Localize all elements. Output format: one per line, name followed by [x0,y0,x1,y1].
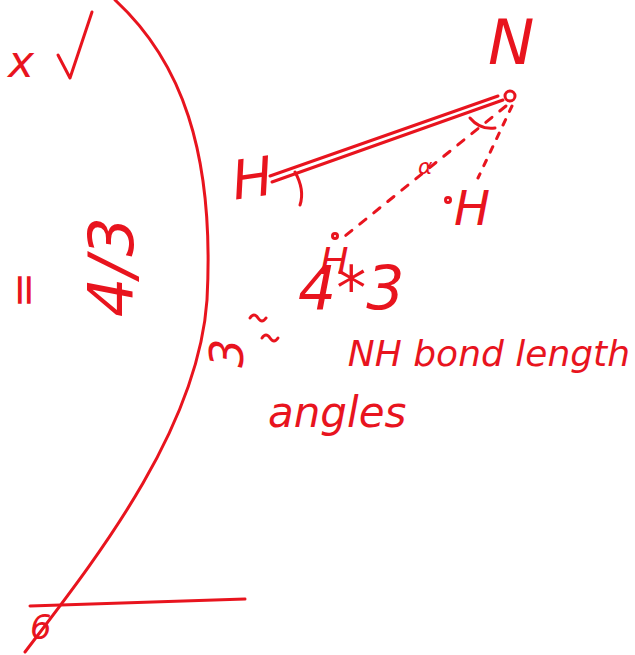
bond-line [478,106,512,178]
atom-dot [505,91,515,101]
note-text: angles [268,392,406,434]
product-note: 4*3 [298,258,404,318]
angle-arc [470,118,495,128]
divider-curve [25,0,208,652]
squiggle [250,315,266,321]
fraction-note: 4/3 [81,217,143,317]
equals-sign: = [3,272,47,309]
angle-arc [295,172,302,205]
note-text: NH bond length [348,336,630,372]
number-note: 6 [30,610,52,644]
atom-dot [446,198,451,203]
atom-symbol: H [228,149,276,208]
bond-line [272,100,503,182]
angle-symbol: α [418,156,433,178]
bond-line [345,106,506,236]
atom-symbol: N [488,12,534,74]
underline [30,599,245,606]
squiggle [262,335,278,341]
bond-line [270,96,498,176]
atom-dot [333,234,338,239]
check-mark [58,12,92,78]
number-note: 3 [204,338,250,367]
cross-mark: x [8,40,34,84]
atom-symbol: H [454,184,490,232]
